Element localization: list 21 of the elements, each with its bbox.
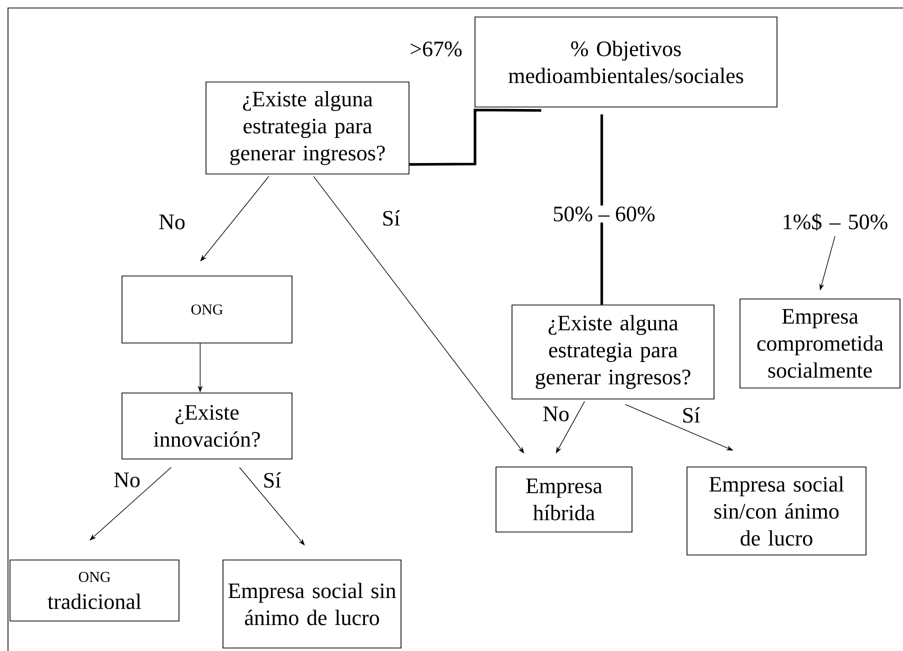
result-box: ONG (122, 276, 292, 344)
edge-label: Sí (380, 209, 402, 227)
edge-label: >67% (408, 40, 464, 58)
decision-box: ¿Existe alguna estrategia para generar ingresos? (206, 82, 410, 174)
edge-label: 50% – 60% (552, 206, 656, 222)
result-box: Empresa social sin ánimo de lucro (222, 560, 402, 648)
result-box: Empresa híbrida (496, 466, 632, 532)
result-box: Empresa social sin/con ánimo de lucro (686, 466, 866, 556)
edge-label: No (542, 406, 570, 422)
edge-label: No (112, 472, 142, 488)
process-box: % Objetivos medioambientales/sociales (474, 16, 778, 108)
edge-label: Sí (262, 471, 282, 489)
range-text: 1%$ – 50% (784, 213, 888, 231)
decision-box: ¿Existe alguna estrategia para generar ingresos? (512, 304, 714, 400)
edge-label: No (158, 214, 186, 230)
result-box: Empresa comprometida socialmente (740, 298, 900, 388)
decision-box: ¿Existe innovación? (122, 392, 292, 460)
result-box: ONG tradicional (10, 560, 180, 622)
connector-line (409, 108, 542, 166)
connector-line (600, 114, 604, 305)
edge-label: Sí (680, 406, 702, 424)
